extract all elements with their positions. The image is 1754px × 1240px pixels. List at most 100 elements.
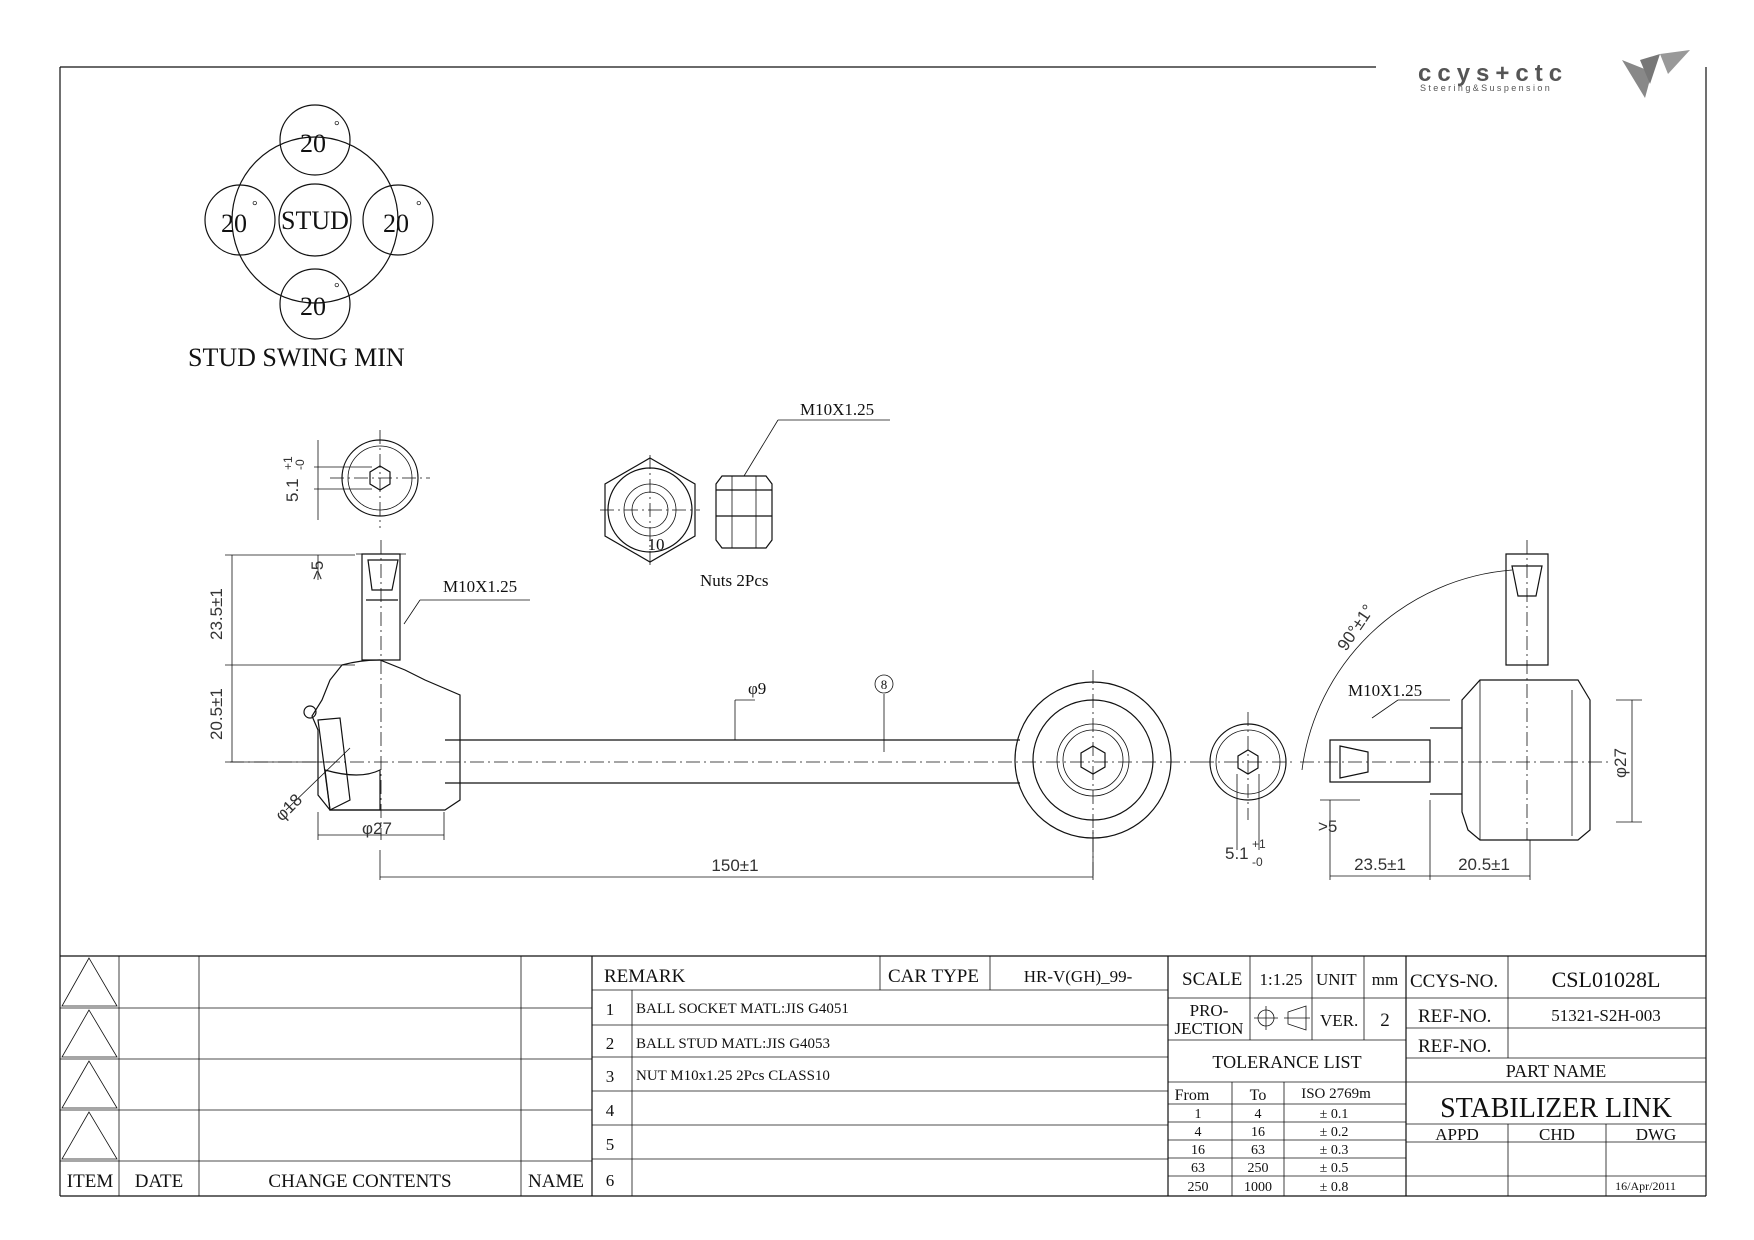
tol-val-5: ± 0.8 [1320, 1180, 1349, 1195]
chd-label: CHD [1539, 1125, 1575, 1144]
car-type-label: CAR TYPE [888, 966, 979, 987]
item-balloon [874, 674, 894, 694]
stud-len-left: 23.5±1 [207, 588, 226, 640]
thread-right: M10X1.25 [1348, 681, 1422, 700]
remark-no-6: 6 [606, 1171, 615, 1190]
remark-text-1: BALL SOCKET MATL:JIS G4051 [636, 1001, 849, 1017]
tol-to-1: 4 [1255, 1107, 1262, 1122]
body-h-right: 20.5±1 [1458, 855, 1510, 874]
unit-label: UNIT [1316, 970, 1357, 989]
nut-side-view [715, 419, 890, 549]
car-type-value: HR-V(GH)_99- [1024, 967, 1133, 986]
ref-no-label: REF-NO. [1418, 1006, 1491, 1027]
socket-dia-right: φ27 [1611, 748, 1630, 778]
stud-len-right: 23.5±1 [1354, 855, 1406, 874]
revision-triangle-icon [61, 957, 118, 1160]
remark-no-5: 5 [606, 1135, 615, 1154]
dwg-label: DWG [1636, 1125, 1677, 1144]
remark-header: REMARK [604, 966, 686, 987]
swing-angle-right: 20 [383, 209, 409, 238]
rev-header-date: DATE [135, 1171, 184, 1192]
swing-angle-top: 20 [300, 129, 326, 158]
swing-degree-left: ° [252, 199, 258, 214]
remark-no-3: 3 [606, 1067, 615, 1086]
ver-value: 2 [1380, 1010, 1390, 1031]
min5-left: >5 [308, 561, 327, 580]
swing-degree-top: ° [334, 119, 340, 134]
part-name-label: PART NAME [1506, 1061, 1606, 1081]
tol-val-1: ± 0.1 [1320, 1107, 1349, 1122]
hex-depth-left: 5.1 [283, 478, 302, 502]
swing-center-label: STUD [281, 206, 349, 235]
title-block: CCYS-NO. CSL01028L REF-NO. 51321-S2H-003… [1406, 955, 1706, 1196]
swing-caption: STUD SWING MIN [188, 343, 405, 372]
logo-tagline: Steering&Suspension [1420, 83, 1552, 93]
tol-header-iso: ISO 2769m [1301, 1086, 1371, 1102]
tol-from-4: 63 [1191, 1161, 1205, 1176]
projection-line1: PRO- [1190, 1001, 1229, 1020]
tol-val-2: ± 0.2 [1320, 1125, 1349, 1140]
socket-dia-left: φ27 [362, 819, 392, 838]
scale-label: SCALE [1182, 969, 1242, 990]
tolerance-title: TOLERANCE LIST [1212, 1052, 1361, 1072]
tol-to-4: 250 [1248, 1161, 1269, 1176]
tol-from-3: 16 [1191, 1143, 1205, 1158]
drawing-date: 16/Apr/2011 [1615, 1179, 1676, 1193]
remark-no-4: 4 [606, 1101, 615, 1120]
hex-depth-left-minus: -0 [293, 459, 307, 470]
ccys-no-value: CSL01028L [1552, 967, 1661, 992]
hex-depth-left-plus: +1 [281, 456, 295, 470]
logo-brand: ccys+ctc [1418, 60, 1568, 87]
remark-no-2: 2 [606, 1034, 615, 1053]
tol-from-5: 250 [1188, 1180, 1209, 1195]
stabilizer-link-side-view [230, 540, 1200, 880]
swing-degree-right: ° [416, 199, 422, 214]
body-h-left: 20.5±1 [207, 688, 226, 740]
tol-to-3: 63 [1251, 1143, 1265, 1158]
stud-top-view-right [1200, 712, 1296, 850]
swing-degree-bottom: ° [334, 281, 340, 296]
hex-depth-right: 5.1 [1225, 844, 1249, 863]
center-length: 150±1 [711, 856, 758, 875]
item-balloon-number: 8 [881, 677, 888, 692]
nut-size: 10 [648, 535, 665, 554]
tol-to-2: 16 [1251, 1125, 1265, 1140]
rev-header-change: CHANGE CONTENTS [268, 1171, 451, 1192]
right-end-assembly [1300, 540, 1642, 880]
hex-depth-right-minus: -0 [1252, 855, 1263, 869]
tol-from-2: 4 [1195, 1125, 1202, 1140]
logo-mark-icon [1622, 50, 1690, 98]
tol-from-1: 1 [1195, 1107, 1202, 1122]
ref-no-value: 51321-S2H-003 [1551, 1006, 1661, 1025]
thread-left: M10X1.25 [443, 577, 517, 596]
projection-symbol-icon [1254, 1005, 1310, 1031]
scale-value: 1:1.25 [1260, 970, 1303, 989]
swing-angle-bottom: 20 [300, 292, 326, 321]
ccys-no-label: CCYS-NO. [1410, 971, 1498, 992]
ver-label: VER. [1320, 1011, 1358, 1030]
part-name: STABILIZER LINK [1440, 1093, 1672, 1124]
hex-depth-right-plus: +1 [1252, 837, 1266, 851]
rev-header-name: NAME [528, 1171, 584, 1192]
swing-angle-left: 20 [221, 209, 247, 238]
rod-dia: φ9 [748, 679, 766, 698]
angle-90: 90°±1° [1334, 601, 1378, 654]
tol-header-to: To [1250, 1087, 1267, 1104]
left-dimensions [225, 554, 1094, 880]
rev-header-item: ITEM [67, 1171, 114, 1192]
projection-line2: JECTION [1175, 1019, 1244, 1038]
revision-table: ITEM DATE CHANGE CONTENTS NAME [60, 955, 593, 1196]
tol-to-5: 1000 [1244, 1180, 1272, 1195]
spec-block: SCALE 1:1.25 UNIT mm PRO- JECTION VER. 2… [1168, 955, 1407, 1196]
remark-text-3: NUT M10x1.25 2Pcs CLASS10 [636, 1068, 830, 1084]
stud-swing-diagram: STUD 20 20 20 20 ° ° ° ° STUD SWING MIN [188, 104, 434, 372]
ref-no-2-label: REF-NO. [1418, 1036, 1491, 1057]
tol-val-3: ± 0.3 [1320, 1143, 1349, 1158]
company-logo: ccys+ctc Steering&Suspension [1418, 50, 1690, 98]
nuts-caption: Nuts 2Pcs [700, 571, 768, 590]
tol-val-4: ± 0.5 [1320, 1161, 1349, 1176]
nut-front-view [600, 455, 700, 565]
stud-top-view-left [314, 430, 430, 528]
tol-header-from: From [1175, 1087, 1210, 1104]
